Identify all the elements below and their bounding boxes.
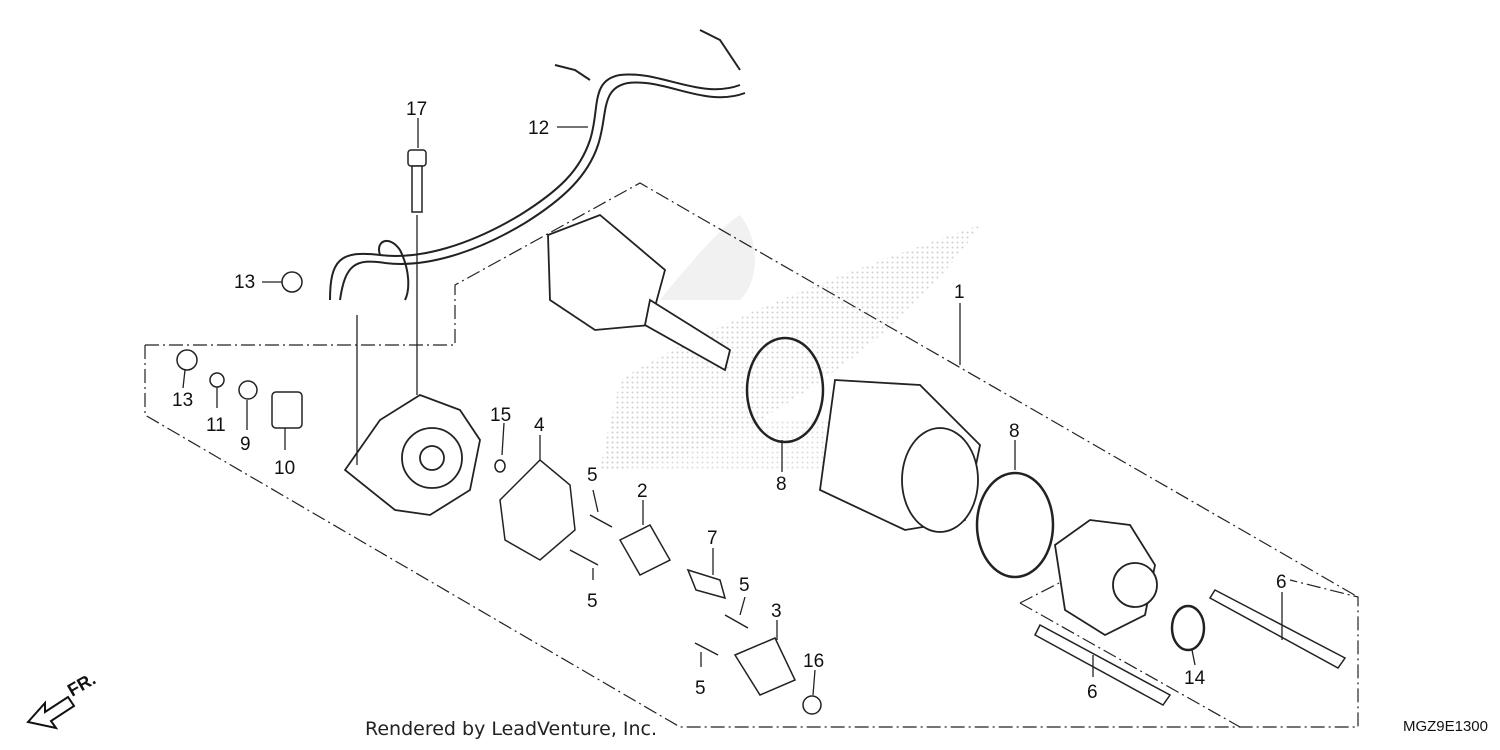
callout-15: 15 [490,405,511,426]
callout-11: 11 [206,415,226,436]
callout-2: 2 [637,481,648,502]
rear-cover [343,394,481,516]
wire-harness [329,29,746,301]
front-label: FR. [64,669,99,701]
callout-8a: 8 [776,474,787,495]
assembly-outline [144,182,1359,728]
callout-4: 4 [534,415,545,436]
callout-9: 9 [240,434,251,455]
brush-parts [494,458,822,715]
callout-14: 14 [1184,668,1206,689]
left-small-parts [176,271,303,429]
long-bolts [1034,589,1347,706]
diagram-code: MGZ9E1300 [1402,718,1488,735]
front-cover [1054,519,1158,637]
callout-5b: 5 [587,591,598,612]
callout-3: 3 [771,601,782,622]
callout-5d: 5 [695,678,706,699]
armature [547,213,732,372]
callout-6a: 6 [1276,572,1287,593]
yoke [819,379,981,533]
callout-1: 1 [954,282,965,303]
front-arrow-icon [26,695,76,730]
callout-10: 10 [274,458,295,479]
front-direction-indicator: FR. [26,669,99,730]
callout-6b: 6 [1087,682,1098,703]
callout-17: 17 [406,99,427,120]
footer-credit: Rendered by LeadVenture, Inc. [365,718,658,740]
callout-7: 7 [707,528,718,549]
o-rings [745,336,1206,652]
callout-12: 12 [528,118,549,139]
callout-13a: 13 [234,272,255,293]
callouts: 1 2 3 4 5 5 5 5 6 6 7 8 8 9 10 11 12 13 … [172,99,1287,703]
callout-5a: 5 [587,465,598,486]
leader-lines [182,118,1283,696]
callout-13b: 13 [172,390,193,411]
callout-16: 16 [803,651,824,672]
callout-8b: 8 [1009,421,1020,442]
callout-5c: 5 [739,575,750,596]
bolt-17 [407,149,427,213]
